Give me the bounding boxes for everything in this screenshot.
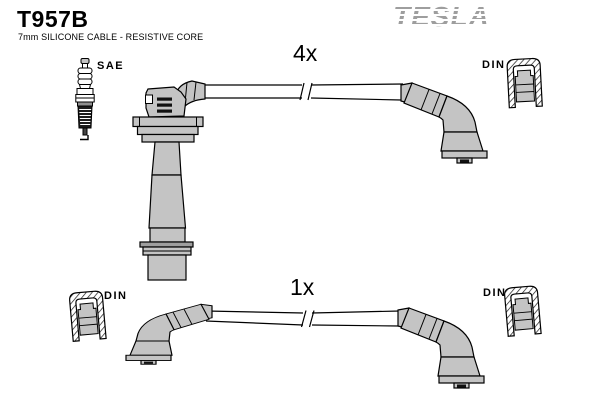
din-standard-label-top-right: DIN bbox=[482, 59, 506, 71]
din-standard-label-bottom-left: DIN bbox=[104, 290, 128, 302]
cable-spec-subtitle: 7mm SILICONE CABLE - RESISTIVE CORE bbox=[18, 32, 204, 42]
sae-standard-label: SAE bbox=[97, 60, 125, 72]
top-set-quantity-label: 4x bbox=[293, 40, 318, 66]
part-number: T957B bbox=[17, 6, 89, 32]
bottom-set-quantity-label: 1x bbox=[290, 274, 315, 300]
spark-plug-icon bbox=[75, 58, 95, 141]
angled-boot-bottom-left bbox=[125, 303, 213, 365]
angled-boot-bottom-right bbox=[397, 307, 485, 389]
coil-boot-drawing bbox=[132, 80, 206, 281]
angled-boot-top-right bbox=[400, 82, 488, 164]
din-connector-section-top-right bbox=[506, 57, 543, 109]
din-connector-section-bottom-right bbox=[503, 285, 542, 337]
din-standard-label-bottom-right: DIN bbox=[483, 287, 507, 299]
brand-logo: TESLA bbox=[393, 1, 490, 32]
din-connector-section-bottom-left bbox=[68, 290, 107, 342]
bottom-wire-drawing bbox=[205, 310, 401, 328]
top-wire-drawing bbox=[203, 82, 404, 101]
